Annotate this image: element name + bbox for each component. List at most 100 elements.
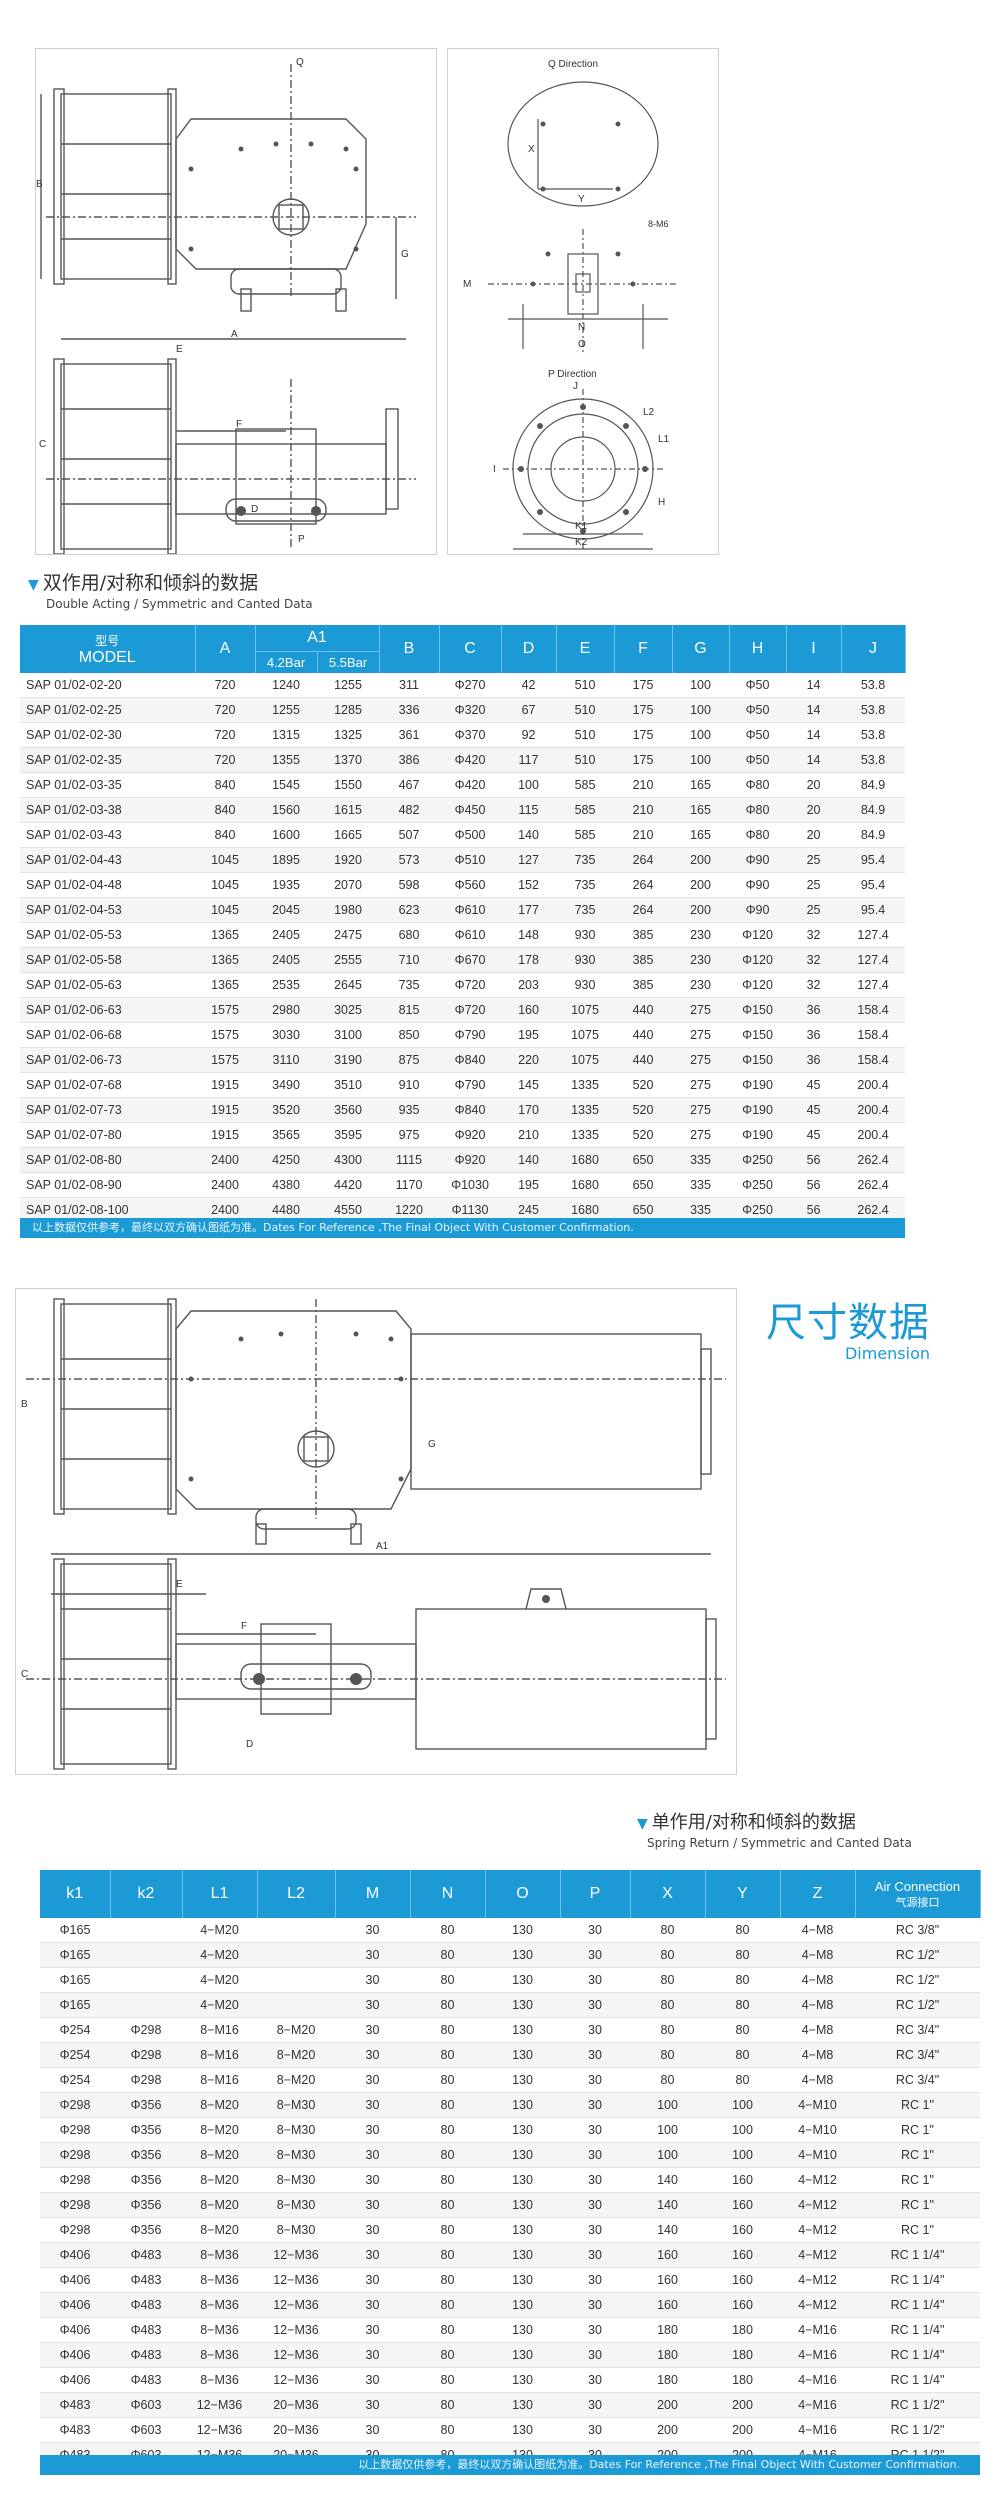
table-cell: 735 [556, 872, 615, 898]
table-cell: 1575 [195, 1022, 255, 1048]
table-cell: RC 3/4" [855, 2042, 980, 2068]
table-cell [110, 1918, 182, 1943]
table-cell: 2645 [317, 972, 380, 998]
table-cell: 2980 [255, 997, 317, 1023]
table-cell: SAP 01/02-05-58 [20, 947, 195, 973]
table-cell: RC 1" [855, 2117, 980, 2143]
col-a1-55bar: 5.5Bar [317, 651, 380, 673]
table-cell: 80 [410, 2317, 485, 2343]
table-cell: 36 [786, 1022, 842, 1048]
table-cell: 4−M12 [780, 2292, 855, 2318]
table-cell: 275 [672, 997, 730, 1023]
table-cell: Φ840 [439, 1047, 502, 1073]
table-cell: 262.4 [841, 1147, 906, 1173]
table-cell: 735 [556, 847, 615, 873]
table-cell: 80 [410, 2067, 485, 2093]
direction-views-drawing: Q Direction X Y 8-M6 M N O P Direction J… [447, 48, 719, 555]
table-cell: RC 1 1/4" [855, 2292, 980, 2318]
table-cell: SAP 01/02-04-53 [20, 897, 195, 923]
table-cell: 850 [379, 1022, 440, 1048]
table-cell: 200 [705, 2392, 780, 2418]
table-cell: SAP 01/02-02-35 [20, 747, 195, 773]
table-cell: Φ298 [110, 2042, 182, 2068]
col-l2: L2 [257, 1870, 336, 1918]
table-cell: 1170 [379, 1172, 440, 1198]
label-l2: L2 [643, 407, 655, 418]
table-cell: 935 [379, 1097, 440, 1123]
table-cell: 4−M12 [780, 2267, 855, 2293]
table-cell: 30 [560, 2042, 630, 2068]
label-m: M [463, 279, 472, 290]
table-cell: 720 [195, 747, 255, 773]
table-cell: 210 [501, 1122, 557, 1148]
table-cell: 1915 [195, 1097, 255, 1123]
dim-label-d: D [246, 1739, 254, 1750]
table-cell: Φ50 [729, 697, 787, 723]
table-cell: Φ298 [40, 2142, 110, 2168]
table-cell: 585 [556, 797, 615, 823]
table-cell: 127.4 [841, 972, 906, 998]
table-cell: 1920 [317, 847, 380, 873]
table-cell: 53.8 [841, 722, 906, 748]
table-cell: RC 1 1/4" [855, 2317, 980, 2343]
table-cell: 385 [614, 947, 673, 973]
table-cell: 385 [614, 972, 673, 998]
table-cell: 140 [630, 2217, 705, 2243]
dimension-title-en: Dimension [844, 1344, 930, 1363]
table-cell: 130 [485, 2217, 560, 2243]
table-cell: Φ80 [729, 822, 787, 848]
table-cell: 80 [410, 1992, 485, 2018]
table-cell: 53.8 [841, 673, 906, 698]
table-cell: 8−M30 [257, 2192, 335, 2218]
table-cell: 1935 [255, 872, 317, 898]
label-p-direction: P Direction [548, 369, 597, 380]
dimension-title-cn: 尺寸数据 [766, 1300, 930, 1346]
table-cell: 8−M30 [257, 2167, 335, 2193]
table-cell: 130 [485, 1992, 560, 2018]
table-cell: 115 [501, 797, 557, 823]
table-cell: 130 [485, 1918, 560, 1943]
table-cell: 100 [672, 747, 730, 773]
table-cell: 8−M16 [182, 2067, 257, 2093]
table-cell: 230 [672, 922, 730, 948]
table-cell: Φ298 [110, 2017, 182, 2043]
table-cell: Φ790 [439, 1022, 502, 1048]
table-cell: 8−M30 [257, 2117, 335, 2143]
table-cell: Φ510 [439, 847, 502, 873]
table-cell [257, 1942, 335, 1968]
table-cell: 650 [614, 1172, 673, 1198]
table-cell: 160 [705, 2167, 780, 2193]
table-cell: 1915 [195, 1072, 255, 1098]
table-cell: 130 [485, 2117, 560, 2143]
table-cell: 80 [410, 2267, 485, 2293]
table-cell: Φ420 [439, 747, 502, 773]
table-cell: 1045 [195, 847, 255, 873]
table-cell: Φ370 [439, 722, 502, 748]
table-cell: 160 [501, 997, 557, 1023]
table-cell: 8−M16 [182, 2042, 257, 2068]
table-cell: 165 [672, 822, 730, 848]
table-cell: 130 [485, 2317, 560, 2343]
table-cell: 4−M16 [780, 2342, 855, 2368]
table-cell: 230 [672, 972, 730, 998]
direction-views-svg [488, 81, 678, 550]
table-cell: 2405 [255, 947, 317, 973]
table-cell: RC 1/2" [855, 1942, 980, 1968]
table-cell: 195 [501, 1172, 557, 1198]
table-cell: 2045 [255, 897, 317, 923]
table-cell: SAP 01/02-03-35 [20, 772, 195, 798]
table-cell: 80 [705, 1918, 780, 1943]
table-cell: 440 [614, 1047, 673, 1073]
table-cell: SAP 01/02-06-63 [20, 997, 195, 1023]
table-cell: 1370 [317, 747, 380, 773]
table-cell: 930 [556, 922, 615, 948]
table-cell: 1665 [317, 822, 380, 848]
spring-return-title-cn: 单作用/对称和倾斜的数据 [651, 1812, 856, 1833]
table-cell: 4−M12 [780, 2192, 855, 2218]
table-cell: 170 [501, 1097, 557, 1123]
table-cell: Φ450 [439, 797, 502, 823]
